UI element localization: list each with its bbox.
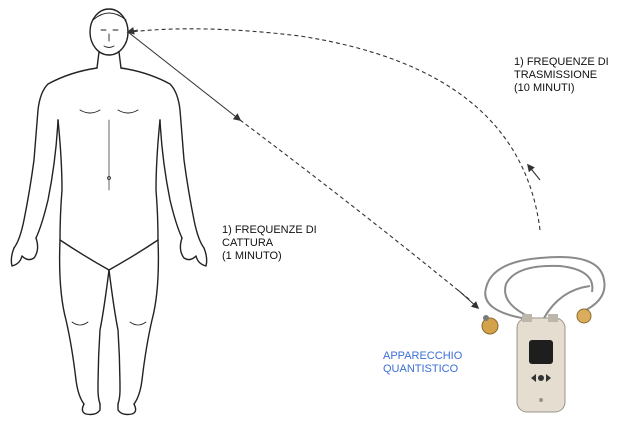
capture-label-line3: (1 MINUTO) [222,250,317,263]
transmission-label-line3: (10 MINUTI) [514,82,609,95]
quantum-device-icon [482,257,605,412]
capture-arrow-at-device [458,290,478,308]
transmission-dashed-arc [130,29,540,230]
capture-dashed-path [240,120,470,300]
transmission-label-line2: TRASMISSIONE [514,69,609,82]
transmission-arrow-mid [528,165,540,180]
capture-label-line1: 1) FREQUENZE DI [222,224,317,237]
human-body-icon [11,9,206,415]
capture-connector [128,32,478,308]
device-label-line1: APPARECCHIO [383,350,462,363]
device-label: APPARECCHIO QUANTISTICO [383,350,462,376]
device-label-line2: QUANTISTICO [383,363,462,376]
capture-label-line2: CATTURA [222,237,317,250]
transmission-frequency-label: 1) FREQUENZE DI TRASMISSIONE (10 MINUTI) [514,56,609,95]
transmission-label-line1: 1) FREQUENZE DI [514,56,609,69]
capture-frequency-label: 1) FREQUENZE DI CATTURA (1 MINUTO) [222,224,317,263]
capture-arrow-near-head [128,32,240,120]
